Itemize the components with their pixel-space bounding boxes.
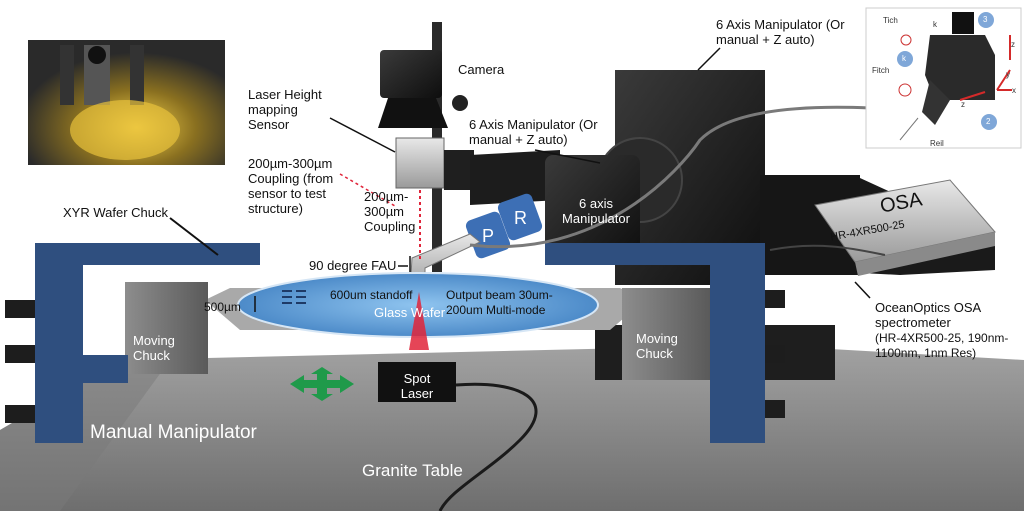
manipulator-body-small <box>545 155 640 260</box>
inset-badge-2: 2 <box>986 117 991 126</box>
moving-chuck-right-block <box>622 288 710 380</box>
right-manual-manipulator <box>545 243 785 443</box>
xyr-chuck-pointer <box>169 217 219 256</box>
granite-table-label: Granite Table <box>362 461 463 480</box>
fau-label: 90 degree FAU <box>309 258 397 273</box>
manip-top-pointer <box>697 47 721 71</box>
inset-fitch-label: Fitch <box>872 66 890 75</box>
camera-body <box>380 50 442 98</box>
osa-details-label: (HR-4XR500-25, 190nm-1100nm, 1nm Res) <box>875 331 1009 360</box>
spot-laser-box <box>378 362 456 402</box>
moving-chuck-left-label: Moving Chuck <box>133 333 175 363</box>
manual-manipulator-label: Manual Manipulator <box>90 422 257 443</box>
left-manual-manipulator <box>5 243 260 443</box>
inset-badge-k: k <box>902 54 906 63</box>
dim-500-label: 500µm <box>204 300 241 314</box>
r-rotation-stage <box>497 193 543 241</box>
coupling-red-dotted-pointer <box>339 173 396 207</box>
glass-wafer-label: Glass Wafer <box>374 305 446 320</box>
camera-knob <box>452 95 468 111</box>
granite-table <box>0 345 1024 511</box>
osa-title-label: OceanOptics OSA spectrometer <box>875 300 981 330</box>
axes-inset <box>865 7 1022 149</box>
xyr-chuck-label: XYR Wafer Chuck <box>63 205 168 220</box>
manip-body-label: 6 axis Manipulator <box>562 196 630 226</box>
moving-chuck-left-block <box>125 282 208 374</box>
inset-badge-3: 3 <box>983 15 988 24</box>
moving-chuck-right-label: Moving Chuck <box>636 331 678 361</box>
inset-k-label: k <box>933 20 937 29</box>
coupling-left-label: 200µm-300µm Coupling (from sensor to tes… <box>248 156 334 216</box>
inset-reil-label: Reil <box>930 139 944 148</box>
spot-laser-label: Spot Laser <box>400 371 434 401</box>
inset-photo <box>28 40 225 165</box>
inset-x-label: x <box>1012 86 1016 95</box>
manip-top-label: 6 Axis Manipulator (Or manual + Z auto) <box>716 17 845 47</box>
inset-z-bottom-label: z <box>961 100 965 109</box>
inset-z-label: z <box>1011 40 1015 49</box>
output-beam-label: Output beam 30um-200um Multi-mode <box>446 288 553 317</box>
spot-laser-cable <box>438 382 538 511</box>
manipulator-arm <box>470 150 560 205</box>
inset-tich-label: Tich <box>883 16 898 25</box>
fiber-cable <box>469 105 871 249</box>
osa-box-front <box>855 232 995 276</box>
osa-cable <box>769 244 886 256</box>
manip-mid-pointer <box>534 149 601 164</box>
output-beam <box>409 292 429 350</box>
standoff-label: 600um standoff <box>330 288 413 302</box>
sensor-mount <box>444 150 474 190</box>
inset-y-label: y <box>1006 70 1010 79</box>
wafer-test-structures <box>282 290 306 304</box>
r-button-label: R <box>514 208 527 228</box>
manip-mid-label: 6 Axis Manipulator (Or manual + Z auto) <box>469 117 598 147</box>
camera-label: Camera <box>458 62 505 77</box>
laser-sensor-body <box>395 137 445 189</box>
laser-sensor-label: Laser Height mapping Sensor <box>248 87 322 132</box>
p-button-label: P <box>482 226 495 246</box>
osa-pointer <box>854 281 871 299</box>
granite-table-edge <box>0 360 170 511</box>
laser-sensor-pointer <box>329 117 396 153</box>
camera-lens <box>378 98 448 128</box>
xy-cross-marker <box>290 367 354 401</box>
coupling-right-label: 200µm-300µm Coupling <box>364 189 416 234</box>
